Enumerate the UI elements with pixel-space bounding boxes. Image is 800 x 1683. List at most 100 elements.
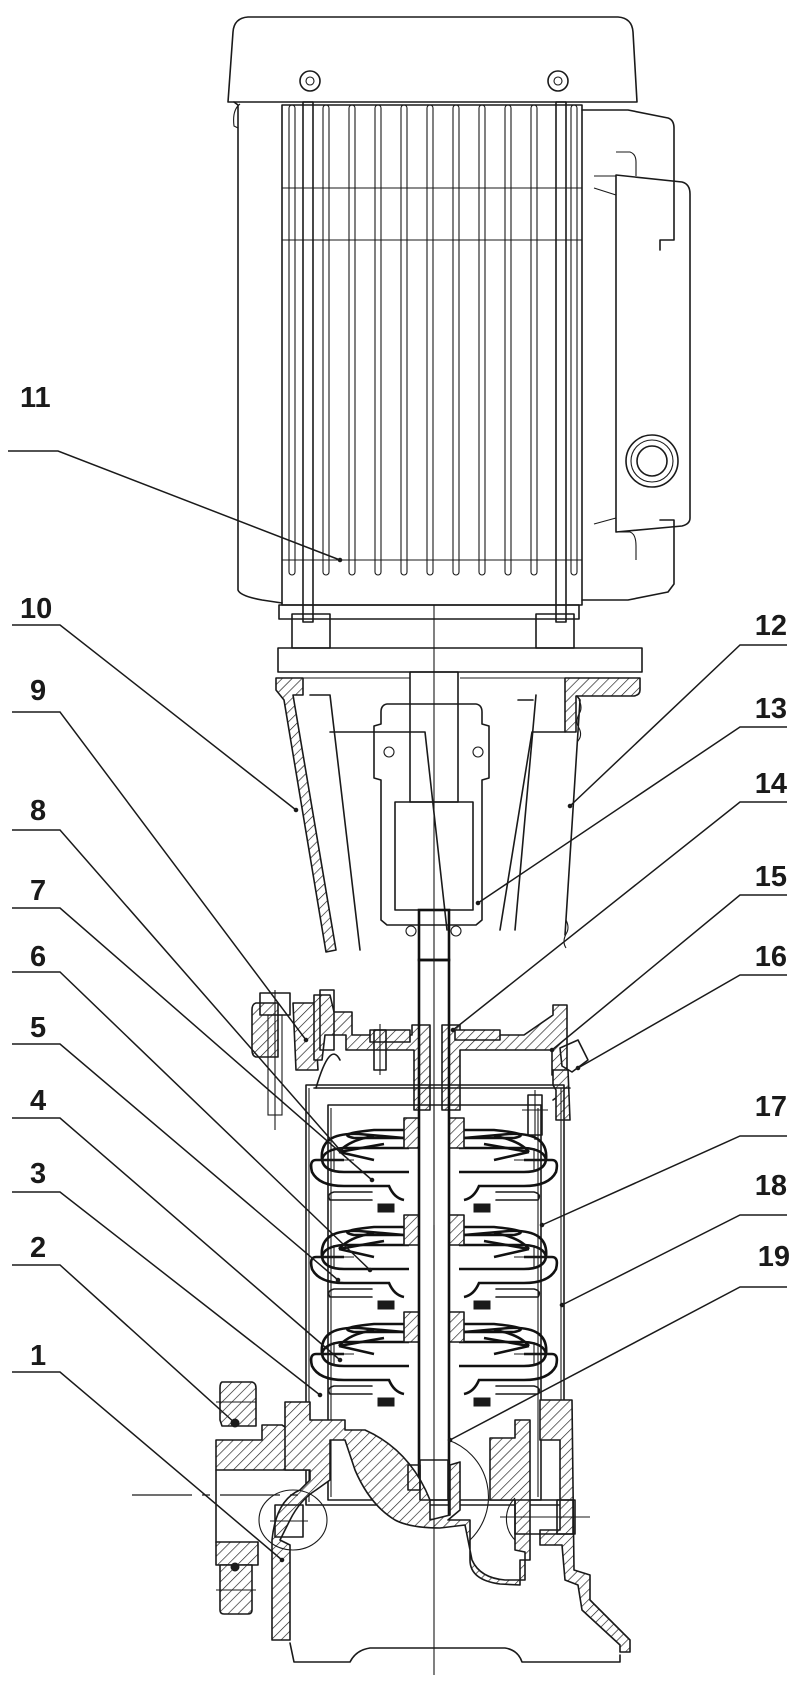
coupling xyxy=(373,671,490,962)
callout-11: 11 xyxy=(8,382,343,563)
leader-endpoint xyxy=(337,1357,343,1363)
outer-sleeve xyxy=(305,1084,565,1506)
leader-endpoint xyxy=(567,803,573,809)
leader-line xyxy=(12,1043,339,1281)
lantern-flange-right xyxy=(564,677,641,733)
leader-line xyxy=(577,974,787,1069)
leader-line xyxy=(12,907,373,1181)
leader-endpoint xyxy=(559,1302,565,1308)
lantern-wall-right xyxy=(564,695,581,936)
leader-line xyxy=(12,971,371,1271)
callout-number: 3 xyxy=(30,1158,46,1190)
impeller-stage xyxy=(309,1311,559,1407)
callout-10: 10 xyxy=(12,593,299,813)
leader-endpoint xyxy=(575,1065,581,1071)
leader-line xyxy=(449,1286,787,1441)
leader-endpoint xyxy=(293,807,299,813)
callout-number: 10 xyxy=(20,593,52,625)
leader-line xyxy=(477,726,787,904)
leader-line xyxy=(12,1191,321,1396)
callout-17: 17 xyxy=(539,1091,787,1228)
cooling-fin xyxy=(348,104,356,576)
cooling-fin xyxy=(570,104,578,576)
callout-number: 2 xyxy=(30,1232,46,1264)
cable-gland xyxy=(625,434,679,488)
callout-4: 4 xyxy=(12,1085,343,1363)
cooling-fin xyxy=(504,104,512,576)
leader-endpoint xyxy=(475,900,481,906)
cooling-fin xyxy=(530,104,538,576)
cooling-fin xyxy=(322,104,330,576)
lantern-wall-left xyxy=(275,677,337,953)
leader-endpoint xyxy=(337,1147,343,1153)
base-casting xyxy=(271,1401,531,1641)
mechanical-seal xyxy=(454,1029,501,1041)
leader-line xyxy=(569,644,787,807)
leader-line xyxy=(12,1371,283,1561)
callout-5: 5 xyxy=(12,1012,341,1283)
leader-endpoint xyxy=(447,1437,453,1443)
leader-line xyxy=(541,1135,787,1226)
impeller-stage xyxy=(309,1117,559,1213)
callout-number: 1 xyxy=(30,1340,46,1372)
callout-15: 15 xyxy=(549,861,787,1053)
terminal-box-lower xyxy=(581,519,675,601)
motor xyxy=(227,16,691,623)
leader-endpoint xyxy=(335,1277,341,1283)
leader-line xyxy=(12,829,341,1151)
callout-number: 12 xyxy=(755,610,787,642)
cooling-fin xyxy=(452,104,460,576)
cooling-fin xyxy=(478,104,486,576)
inlet-flange-bottom xyxy=(215,1541,259,1566)
callout-number: 19 xyxy=(758,1241,790,1273)
leader-endpoint xyxy=(233,1421,239,1427)
motor-housing-left xyxy=(233,101,283,604)
callout-12: 12 xyxy=(567,610,787,809)
leader-endpoint xyxy=(549,1047,555,1053)
leader-line xyxy=(12,624,297,811)
callout-number: 15 xyxy=(755,861,787,893)
callout-number: 6 xyxy=(30,941,46,973)
cooling-fin xyxy=(288,104,296,576)
leader-endpoint xyxy=(303,1037,309,1043)
terminal-box-base xyxy=(581,109,675,251)
cooling-fin xyxy=(374,104,382,576)
callout-16: 16 xyxy=(575,941,787,1071)
leader-endpoint xyxy=(367,1267,373,1273)
callout-number: 16 xyxy=(755,941,787,973)
motor-top-cover xyxy=(227,16,638,103)
leader-endpoint xyxy=(317,1392,323,1398)
leader-line xyxy=(561,1214,787,1306)
callout-2: 2 xyxy=(12,1232,239,1427)
callout-number: 5 xyxy=(30,1012,46,1044)
leader-endpoint xyxy=(539,1222,545,1228)
leader-endpoint xyxy=(369,1177,375,1183)
callout-14: 14 xyxy=(450,768,787,1033)
terminal-box xyxy=(615,174,691,533)
leader-line xyxy=(12,1117,341,1361)
leader-line xyxy=(8,450,341,561)
leader-line xyxy=(452,801,787,1031)
callout-9: 9 xyxy=(12,675,309,1043)
callout-number: 13 xyxy=(755,693,787,725)
callout-3: 3 xyxy=(12,1158,323,1398)
seal-housing-casting xyxy=(313,994,431,1111)
cover-screw-left xyxy=(299,70,321,92)
callout-number: 4 xyxy=(30,1085,46,1117)
callout-19: 19 xyxy=(447,1241,790,1443)
callout-7: 7 xyxy=(12,875,375,1183)
leader-endpoint xyxy=(279,1557,285,1563)
callout-number: 14 xyxy=(755,768,787,800)
coupling-guard xyxy=(373,703,490,926)
callout-8: 8 xyxy=(12,795,343,1153)
inlet-flange-top xyxy=(219,1381,257,1427)
callout-number: 17 xyxy=(755,1091,787,1123)
callout-number: 8 xyxy=(30,795,46,827)
motor-flange xyxy=(277,604,643,679)
impeller-stages xyxy=(309,1117,559,1407)
callout-6: 6 xyxy=(12,941,373,1273)
pump-base xyxy=(215,1381,631,1663)
base-foot xyxy=(289,1642,621,1663)
